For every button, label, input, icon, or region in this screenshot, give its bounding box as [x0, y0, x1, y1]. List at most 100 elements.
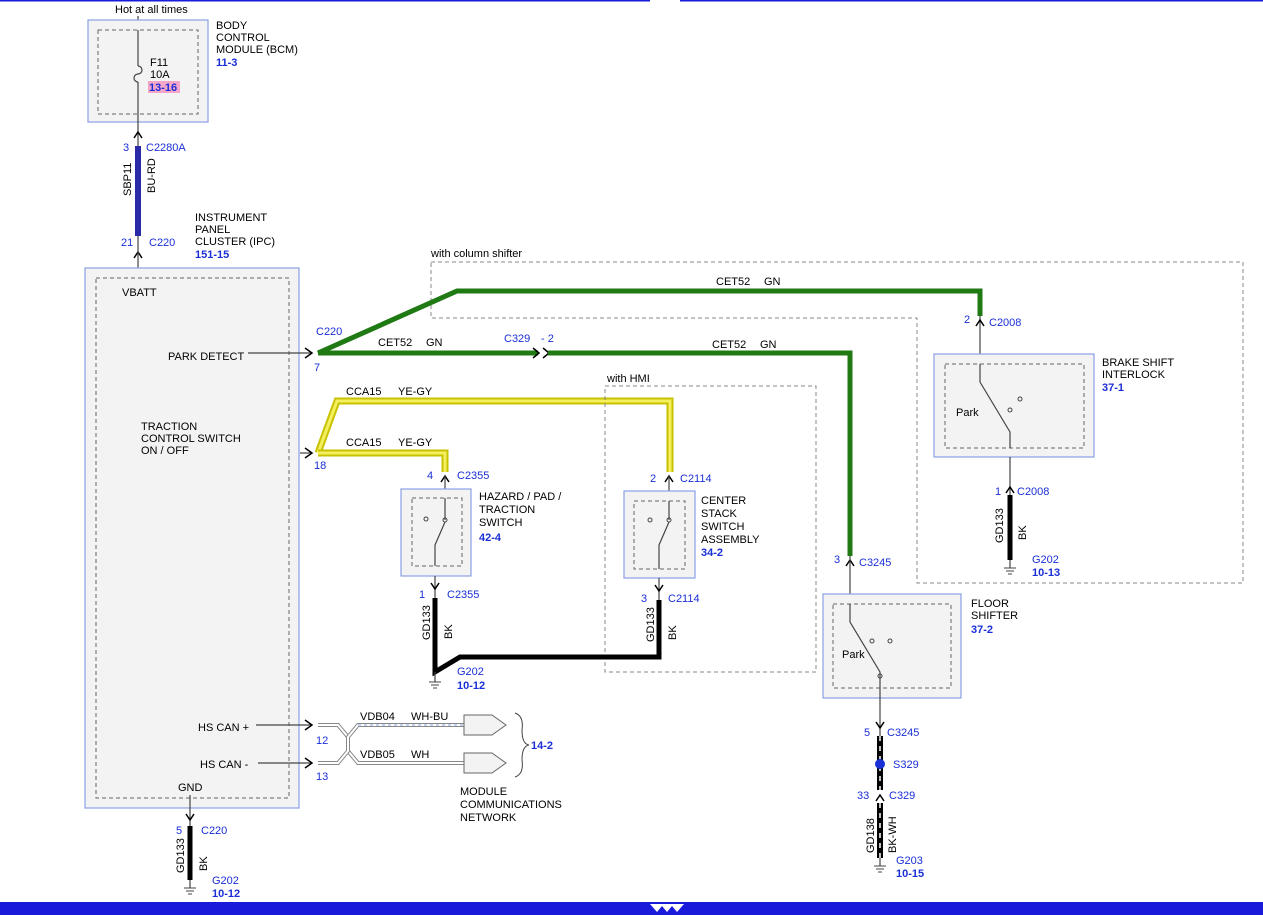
brake-name-1: BRAKE SHIFT	[1102, 357, 1174, 369]
page-continuation-icon[interactable]	[650, 904, 684, 912]
ipc-ground-conn: C220	[201, 825, 227, 837]
brake-ground-name: G202	[1032, 554, 1059, 566]
brake-ground-color: BK	[1017, 525, 1029, 540]
c220-traction-pin: 18	[314, 460, 326, 472]
hazard-ground-circuit: GD133	[421, 605, 433, 640]
bcm-ref-link[interactable]: 11-3	[216, 57, 237, 69]
brake-ground-ref-link[interactable]: 10-13	[1032, 567, 1060, 579]
center-name-1: CENTER	[701, 495, 746, 507]
floor-shifter-module[interactable]	[822, 593, 962, 699]
cca15-top-color: YE-GY	[398, 386, 433, 398]
cet52-top-circuit: CET52	[716, 276, 750, 288]
c2280a-pin: 3	[123, 142, 129, 154]
cet52-mid-color: GN	[426, 337, 443, 349]
ipc-name-2: PANEL	[195, 224, 230, 236]
sbp11-circuit: SBP11	[122, 163, 134, 196]
hazard-name-2: TRACTION	[479, 504, 535, 516]
can-color-minus: WH	[411, 749, 429, 761]
floor-name-1: FLOOR	[971, 598, 1009, 610]
fuse-ref-link[interactable]: 13-16	[149, 82, 177, 94]
ipc-name-1: INSTRUMENT	[195, 212, 267, 224]
ipc-hs-can-minus: HS CAN -	[200, 759, 249, 771]
gd133-switch-ground-wire[interactable]	[432, 598, 662, 677]
c329-inline-conn: C329	[504, 333, 530, 345]
can-network-1: MODULE	[460, 786, 507, 798]
g202-mid-name: G202	[457, 666, 484, 678]
c329-inline-connector-icon	[532, 347, 541, 359]
sbp11-color: BU-RD	[146, 158, 158, 193]
floor-ground-color: BK-WH	[887, 816, 899, 853]
can-network-2: COMMUNICATIONS	[460, 799, 562, 811]
c2114-bottom-connector-icon	[654, 584, 664, 593]
c220-park-connector-icon	[304, 347, 314, 359]
floor-ref-link[interactable]: 37-2	[971, 624, 993, 636]
cet52-right-color: GN	[760, 339, 777, 351]
can-ref-link[interactable]: 14-2	[531, 740, 553, 752]
hazard-pin-top: 4	[427, 470, 433, 482]
ipc-gnd: GND	[178, 782, 203, 794]
brake-park-switch-icon	[979, 364, 1011, 448]
hazard-name-3: SWITCH	[479, 517, 522, 529]
hazard-ref-link[interactable]: 42-4	[479, 532, 502, 544]
center-pin-bottom: 3	[641, 593, 647, 605]
ipc-feed-pin: 21	[121, 237, 133, 249]
floor-ground-ref-link[interactable]: 10-15	[896, 868, 924, 880]
brake-pin-bottom: 1	[995, 486, 1001, 498]
c329-bottom-connector-icon	[875, 793, 885, 802]
bottom-frame	[0, 902, 1263, 915]
ipc-ref-link[interactable]: 151-15	[195, 249, 229, 261]
s329-splice-icon	[875, 759, 885, 769]
floor-pin-c329: 33	[857, 790, 869, 802]
brake-conn-top: C2008	[989, 317, 1021, 329]
floor-ground-circuit: GD138	[865, 818, 877, 853]
vdb04-wire[interactable]	[318, 724, 464, 764]
hazard-name-1: HAZARD / PAD /	[479, 491, 562, 503]
can-brace-icon	[514, 712, 530, 778]
cca15-bottom-wire[interactable]	[318, 451, 447, 472]
cet52-right-wire[interactable]	[548, 350, 853, 556]
ipc-traction-3: ON / OFF	[141, 445, 189, 457]
bcm-module[interactable]	[87, 19, 209, 123]
hazard-ground-color: BK	[443, 624, 455, 639]
ipc-feed-conn: C220	[149, 237, 175, 249]
hmi-label: with HMI	[606, 373, 650, 385]
ipc-ground-name: G202	[212, 875, 239, 887]
fuse-icon	[133, 65, 143, 83]
floor-park-label: Park	[842, 649, 865, 661]
floor-ground-name: G203	[896, 855, 923, 867]
ipc-traction-1: TRACTION	[141, 421, 197, 433]
column-shifter-region	[430, 261, 1244, 584]
center-name-2: STACK	[701, 508, 738, 520]
brake-ground-circuit: GD133	[994, 508, 1006, 543]
floor-splice: S329	[893, 759, 919, 771]
g203-ground-icon	[874, 865, 886, 873]
floor-pin-bottom: 5	[864, 727, 870, 739]
c220-park-pin: 7	[314, 362, 320, 374]
c220-traction-connector-icon	[304, 447, 314, 459]
g202-mid-ref-link[interactable]: 10-12	[457, 680, 485, 692]
cca15-top-circuit: CCA15	[346, 386, 381, 398]
cet52-top-wire[interactable]	[316, 288, 983, 356]
ipc-ground-ref-link[interactable]: 10-12	[212, 888, 240, 900]
floor-conn-c329: C329	[889, 790, 915, 802]
c329-inline-pin: - 2	[541, 333, 554, 345]
cca15-top-wire[interactable]	[316, 399, 672, 472]
center-name-4: ASSEMBLY	[701, 534, 760, 546]
can-plus-arrow-icon	[463, 714, 507, 736]
center-ref-link[interactable]: 34-2	[701, 547, 723, 559]
brake-ground-icon	[1004, 567, 1016, 575]
c2280a-conn: C2280A	[146, 142, 186, 154]
ipc-park-detect: PARK DETECT	[168, 351, 244, 363]
hs-can-plus-connector-icon	[304, 719, 314, 731]
center-ground-circuit: GD133	[645, 607, 657, 642]
hmi-region	[604, 385, 817, 673]
center-pin-top: 2	[650, 473, 656, 485]
ipc-ground-pin: 5	[176, 825, 182, 837]
ipc-module[interactable]	[84, 267, 300, 809]
hazard-switch-module[interactable]	[400, 488, 472, 577]
brake-ref-link[interactable]: 37-1	[1102, 382, 1124, 394]
hazard-conn-bottom: C2355	[447, 589, 479, 601]
fuse-number: F11	[150, 57, 168, 69]
floor-name-2: SHIFTER	[971, 610, 1018, 622]
brake-shift-interlock-module[interactable]	[933, 353, 1095, 458]
